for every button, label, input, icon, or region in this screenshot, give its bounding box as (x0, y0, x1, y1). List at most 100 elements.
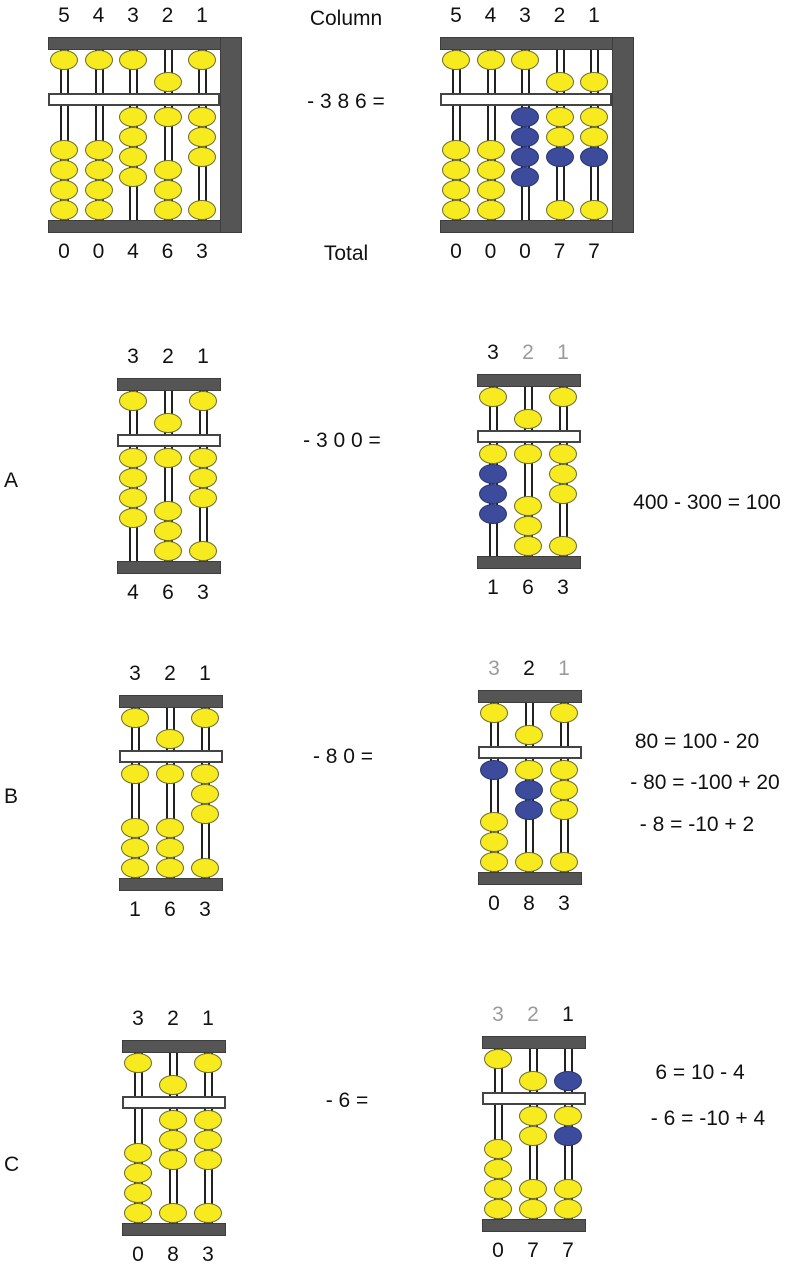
earth-bead (156, 838, 184, 858)
heaven-bead (194, 1053, 222, 1073)
digit-value-label: 7 (562, 1239, 574, 1262)
earth-bead (194, 1110, 222, 1130)
earth-bead (550, 760, 578, 780)
earth-bead (480, 812, 508, 832)
heaven-bead (519, 1071, 547, 1091)
abacus-bottom-bar (478, 872, 582, 885)
earth-bead (514, 444, 542, 464)
abacus-bottom-bar (117, 561, 221, 574)
step-a-operation: - 3 0 0 = (303, 429, 381, 452)
earth-bead (50, 180, 78, 200)
heaven-bead (550, 703, 578, 723)
digit-value-label: 4 (127, 240, 139, 263)
abacus-reckoning-bar (117, 434, 221, 447)
digit-value-label: 7 (588, 240, 600, 263)
earth-bead (549, 536, 577, 556)
earth-bead (554, 1199, 582, 1219)
column-number-label: 1 (562, 1003, 574, 1026)
digit-value-label: 7 (527, 1239, 539, 1262)
digit-value-label: 3 (197, 581, 209, 604)
column-number-label: 5 (450, 4, 462, 27)
heaven-bead (154, 413, 182, 433)
step-b-note-3: - 8 = -10 + 2 (639, 813, 755, 836)
earth-bead (124, 1203, 152, 1223)
digit-value-label: 0 (92, 240, 105, 263)
earth-bead (479, 444, 507, 464)
abacus-bottom-bar (119, 878, 223, 891)
earth-bead (188, 107, 216, 127)
heaven-bead (514, 409, 542, 429)
digit-value-label: 0 (132, 1243, 144, 1266)
earth-bead (519, 1126, 547, 1146)
earth-bead (545, 107, 574, 127)
step-c-operation: - 6 = (325, 1089, 369, 1112)
earth-bead (119, 167, 147, 187)
heaven-bead (159, 1075, 187, 1095)
digit-value-label: 0 (519, 240, 531, 263)
earth-bead (124, 1163, 152, 1183)
abacus-rod (490, 698, 499, 872)
earth-bead (159, 1110, 187, 1130)
column-number-label: 3 (492, 1003, 504, 1026)
column-number-label: 2 (164, 662, 176, 685)
column-number-label: 2 (162, 345, 174, 368)
earth-bead (188, 147, 216, 167)
earth-bead (154, 448, 182, 468)
digit-value-label: 6 (522, 576, 534, 599)
earth-bead (580, 127, 608, 147)
earth-bead (188, 127, 216, 147)
earth-bead (514, 516, 542, 536)
earth-bead (511, 147, 539, 167)
earth-bead (442, 200, 470, 220)
column-number-label: 2 (161, 4, 174, 27)
abacus-reckoning-bar (119, 750, 223, 763)
digit-value-label: 0 (492, 1239, 504, 1262)
abacus-reckoning-bar (477, 430, 581, 443)
heaven-bead (156, 729, 184, 749)
step-b-operation: - 8 0 = (312, 745, 374, 768)
abacus-bottom-bar (477, 556, 581, 569)
column-number-label: 3 (488, 657, 500, 680)
earth-bead (154, 501, 182, 521)
column-number-label: 5 (58, 4, 70, 27)
column-number-label: 4 (484, 4, 497, 27)
abacus-bottom-bar (482, 1219, 586, 1232)
total-caption: Total (323, 242, 369, 265)
abacus-rod (486, 45, 496, 220)
heaven-bead (84, 50, 113, 70)
column-number-label: 3 (127, 345, 139, 368)
earth-bead (515, 760, 543, 780)
earth-bead (515, 800, 543, 820)
earth-bead (514, 496, 542, 516)
earth-bead (480, 760, 508, 780)
column-number-label: 3 (129, 662, 141, 685)
earth-bead (549, 464, 577, 484)
earth-bead (580, 107, 608, 127)
earth-bead (189, 448, 217, 468)
heaven-bead (124, 1053, 152, 1073)
column-number-label: 2 (167, 1007, 179, 1030)
column-number-label: 3 (132, 1007, 144, 1030)
column-number-label: 4 (92, 4, 105, 27)
earth-bead (519, 1199, 547, 1219)
earth-bead (194, 1203, 222, 1223)
digit-value-label: 6 (161, 240, 174, 263)
abacus-rod (524, 382, 533, 556)
column-number-label: 1 (196, 4, 208, 27)
digit-value-label: 3 (199, 898, 211, 921)
earth-bead (153, 107, 182, 127)
earth-bead (156, 818, 184, 838)
earth-bead (153, 160, 182, 180)
earth-bead (121, 838, 149, 858)
earth-bead (119, 147, 147, 167)
earth-bead (519, 1106, 547, 1126)
earth-bead (189, 541, 217, 561)
step-letter-c: C (4, 1153, 20, 1176)
earth-bead (191, 784, 219, 804)
earth-bead (511, 107, 539, 127)
column-number-label: 3 (519, 4, 531, 27)
earth-bead (156, 858, 184, 878)
